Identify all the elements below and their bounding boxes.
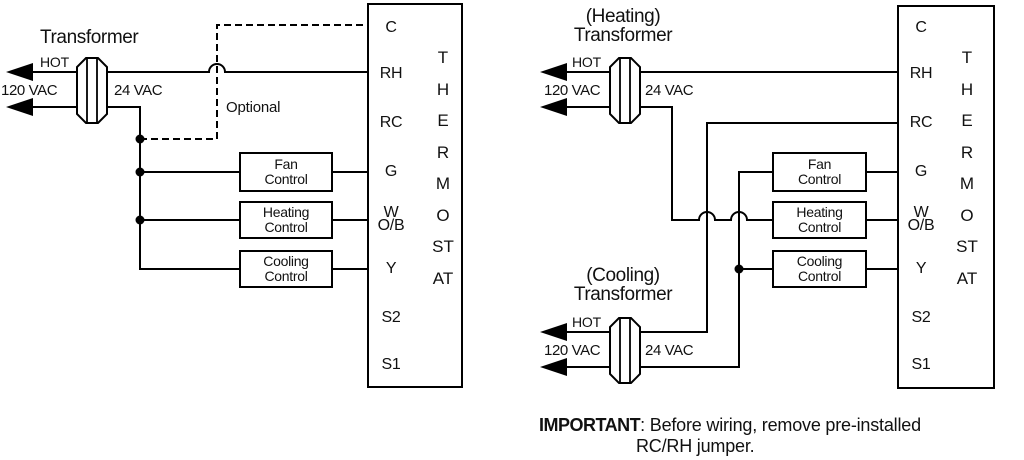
right-heating-transformer-icon	[609, 57, 641, 124]
right-cooling-24vac-label: 24 VAC	[645, 342, 694, 359]
right-heating-120vac-label: 120 VAC	[544, 82, 601, 99]
right-terminal-y: Y	[915, 260, 927, 277]
right-cooling-transformer-core-lines	[619, 318, 631, 383]
important-note-line2: RC/RH jumper.	[636, 436, 755, 456]
left-optional-label: Optional	[226, 99, 281, 116]
important-note-rest: : Before wiring, remove pre-installed	[640, 415, 921, 435]
right-cooling-hot-arrow-icon	[540, 323, 567, 341]
right-rc-wire	[640, 122, 897, 333]
left-cooling-control-box: Cooling Control	[239, 250, 333, 288]
important-note-heading: IMPORTANT	[539, 415, 641, 435]
right-cooling-neutral-arrow-icon	[540, 358, 567, 376]
right-cooling-transformer-icon	[609, 317, 641, 384]
left-terminal-w-ob: W O/B	[369, 204, 413, 234]
left-cooling-control-label-line1: Cooling	[263, 253, 309, 269]
left-terminal-s1: S1	[381, 356, 401, 373]
left-optional-c-wire-dashed	[140, 24, 367, 140]
right-cooling-control-box: Cooling Control	[772, 250, 867, 288]
right-terminal-c: C	[915, 19, 927, 36]
left-fan-control-box: Fan Control	[239, 152, 333, 192]
right-terminal-g: G	[914, 163, 928, 180]
right-fan-control-label-line2: Control	[797, 171, 842, 187]
left-hot-label: HOT	[40, 54, 69, 70]
right-cooling-hot-label: HOT	[572, 314, 601, 330]
left-terminal-y: Y	[385, 260, 397, 277]
right-cooling-120vac-label: 120 VAC	[544, 342, 601, 359]
left-heating-control-label-line1: Heating	[262, 204, 310, 220]
left-rh-wire	[107, 63, 367, 73]
right-heating-transformer-core-lines	[619, 58, 631, 123]
right-heating-neutral-arrow-icon	[540, 98, 567, 116]
left-terminal-rh: RH	[379, 65, 403, 82]
right-terminal-s1: S1	[911, 356, 931, 373]
right-heating-transformer-title-line1: (Heating)	[585, 6, 661, 27]
right-cooling-control-label-line1: Cooling	[796, 253, 843, 269]
right-thermostat-box	[897, 5, 995, 389]
right-diagram-wires	[540, 57, 897, 384]
right-cooling-control-label-line2: Control	[797, 268, 842, 284]
left-junction-dot-1	[135, 134, 145, 144]
right-heating-control-label-line2: Control	[797, 219, 842, 235]
left-terminal-c: C	[385, 19, 397, 36]
left-terminal-ob: O/B	[377, 217, 405, 234]
right-heating-hot-label: HOT	[572, 54, 601, 70]
right-fan-control-label-line1: Fan	[807, 156, 832, 172]
right-heating-control-box: Heating Control	[772, 201, 867, 239]
left-junction-dot-3	[135, 215, 145, 225]
right-cooling-transformer-title: (Cooling) Transformer	[568, 265, 678, 305]
left-terminal-s2: S2	[381, 309, 401, 326]
left-junction-dot-2	[135, 167, 145, 177]
right-cooling-transformer-title-line1: (Cooling)	[586, 265, 660, 286]
left-transformer-icon	[76, 57, 108, 124]
left-neutral-arrow-icon	[6, 98, 33, 116]
right-heating-hot-arrow-icon	[540, 63, 567, 81]
left-heating-control-label-line2: Control	[264, 219, 308, 235]
right-terminal-w: W	[913, 204, 929, 221]
right-heating-transformer-title: (Heating) Transformer	[568, 6, 678, 46]
left-thermostat-box	[367, 3, 463, 388]
left-heating-control-box: Heating Control	[239, 201, 333, 239]
left-diagram-wires	[6, 24, 367, 270]
left-thermostat-vertical-label: THERMOSTAT	[432, 48, 454, 288]
right-junction-dot	[734, 264, 744, 274]
left-24vac-label: 24 VAC	[114, 82, 163, 99]
left-terminal-g: G	[384, 163, 398, 180]
left-fan-control-label-line2: Control	[264, 171, 308, 187]
important-note-line1: IMPORTANT: Before wiring, remove pre-ins…	[539, 415, 921, 436]
left-transformer-core-lines	[86, 58, 98, 123]
right-fan-control-box: Fan Control	[772, 152, 867, 192]
important-note: IMPORTANT: Before wiring, remove pre-ins…	[539, 415, 921, 457]
right-heating-control-label-line1: Heating	[796, 204, 843, 220]
right-terminal-s2: S2	[911, 309, 931, 326]
left-fan-control-label-line1: Fan	[274, 156, 298, 172]
left-transformer-title: Transformer	[40, 27, 139, 48]
right-thermostat-vertical-label: THERMOSTAT	[956, 48, 978, 288]
left-24vac-bus	[107, 106, 239, 270]
left-terminal-rc: RC	[379, 114, 403, 131]
right-terminal-w-ob: W O/B	[899, 204, 943, 234]
right-terminal-rc: RC	[909, 114, 933, 131]
left-terminal-w: W	[383, 204, 399, 221]
right-terminal-ob: O/B	[907, 217, 935, 234]
right-cooling-transformer-title-line2: Transformer	[573, 283, 673, 305]
left-hot-arrow-icon	[6, 63, 33, 81]
left-cooling-control-label-line2: Control	[264, 268, 308, 284]
right-heating-transformer-title-line2: Transformer	[573, 24, 673, 46]
right-heating-24vac-label: 24 VAC	[645, 82, 694, 99]
right-terminal-rh: RH	[909, 65, 933, 82]
right-heating-24vac-wire	[640, 106, 772, 221]
left-120vac-label: 120 VAC	[1, 82, 58, 99]
